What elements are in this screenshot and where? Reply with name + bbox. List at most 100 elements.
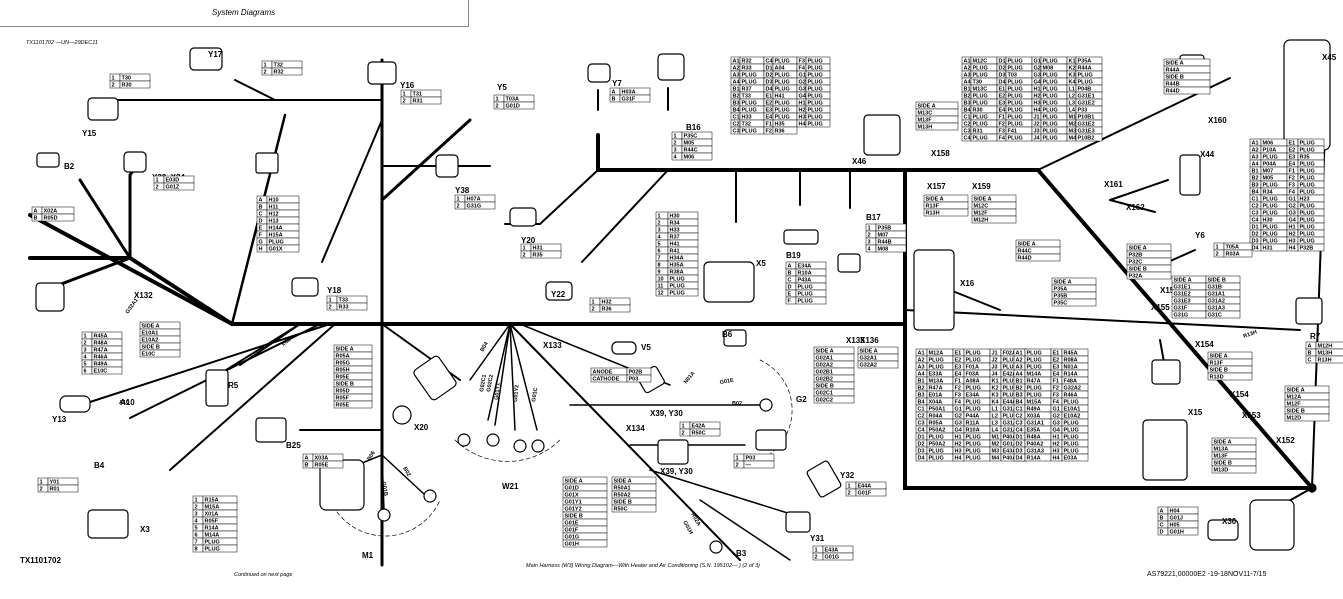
table-cell: G4 (1289, 218, 1297, 224)
table-cell: D3 (766, 80, 773, 86)
table-cell: P32C (1129, 260, 1143, 266)
table-cell: 1 (112, 76, 115, 82)
table-cell: SIDE B (1166, 75, 1184, 81)
wire-label: G02C2 (486, 374, 495, 392)
table-cell-box (857, 360, 899, 369)
table-cell: R05F (205, 519, 219, 525)
table-cell: P35B (878, 226, 892, 232)
table-cell: P35A (1054, 287, 1068, 293)
table-cell: P32B (1129, 253, 1143, 259)
table-cell: PLUG (1263, 232, 1278, 238)
table-cell: R30 (973, 108, 983, 114)
table-cell: H4 (799, 122, 807, 128)
table-cell: G32A1 (860, 356, 877, 362)
table-cell: C3 (1016, 421, 1023, 427)
component-label-y22: Y22 (551, 290, 566, 299)
component-label-y31: Y31 (810, 534, 825, 543)
table-cell: 2 (736, 463, 739, 469)
table-cell: PLUG (966, 400, 981, 406)
table-cell: C3 (964, 129, 971, 135)
table-cell: PLUG (775, 101, 790, 107)
table-cell: R47A (929, 386, 943, 392)
table-cell: G31G (1174, 313, 1189, 319)
page-header-title: System Diagrams (212, 8, 276, 17)
table-cell: PLUG (1300, 162, 1315, 168)
table-cell: E2 (766, 101, 773, 107)
table-cell: D2 (1016, 442, 1023, 448)
table-cell: D1 (1016, 435, 1023, 441)
table-cell: A (1308, 344, 1312, 350)
table-cell: A (34, 209, 38, 215)
table-cell: L1 (1069, 87, 1075, 93)
table-cell: A3 (918, 365, 925, 371)
table-cell: H12 (269, 212, 279, 218)
table-cell-box (1126, 271, 1172, 280)
table-cell: R33 (742, 66, 752, 72)
table-cell: M3 (1069, 129, 1077, 135)
component-label-b17: B17 (866, 213, 881, 222)
component-label-x45: X45 (1322, 53, 1337, 62)
table-cell: J3 (1034, 129, 1040, 135)
table-cell: G31A2 (1208, 299, 1225, 305)
table-cell: C4 (766, 59, 774, 65)
table-cell: PLUG (966, 386, 981, 392)
table-cell: H23 (1300, 197, 1310, 203)
table-cell: C4 (1016, 428, 1024, 434)
table-cell: C1 (964, 115, 971, 121)
table-cell: F4 (1289, 190, 1296, 196)
table-cell: P40A2 (1027, 442, 1044, 448)
component-label-b2: B2 (64, 162, 75, 171)
wire-label: B02 (732, 401, 742, 407)
table-cell: P35C (1054, 301, 1068, 307)
table-cell: H14A (269, 226, 283, 232)
table-cell: E2 (1053, 358, 1060, 364)
table-cell: P10A (1263, 148, 1277, 154)
table-cell: P43A (798, 278, 812, 284)
table-cell: B2 (918, 386, 925, 392)
table-cell: H34A (670, 256, 684, 262)
table-cell: SIDE B (565, 514, 583, 520)
table-cell: F48A (1064, 379, 1077, 385)
table-cell: J4 (1034, 136, 1041, 142)
table-cell: K4 (1069, 80, 1077, 86)
table-cell: G01H (1170, 530, 1184, 536)
table-cell-box (139, 349, 181, 358)
table-cell: R47A (94, 348, 108, 354)
table-cell: G02A2 (816, 363, 833, 369)
table-cell: M06 (1263, 141, 1274, 147)
table-cell: T32 (742, 122, 751, 128)
table-cell: R05G (336, 361, 350, 367)
table-cell-box (410, 96, 442, 105)
table-cell: B (305, 463, 309, 469)
table-cell: R05D (336, 389, 350, 395)
table-cell: 2 (329, 305, 332, 311)
table-cell: R50C (692, 431, 706, 437)
table-cell: R04A (929, 414, 943, 420)
table-cell: C2 (918, 414, 925, 420)
table-cell: C1 (1252, 197, 1259, 203)
table-cell: D3 (999, 73, 1006, 79)
table-cell: PLUG (1300, 176, 1315, 182)
table-cell: PLUG (775, 87, 790, 93)
table-cell: B3 (1016, 393, 1023, 399)
table-cell: D3 (1252, 239, 1259, 245)
table-cell: PLUG (1027, 358, 1042, 364)
table-cell: G31B (1208, 285, 1222, 291)
table-cell-box (1207, 372, 1253, 381)
table-cell: R05A (336, 354, 350, 360)
table-cell: H31 (533, 246, 543, 252)
table-cell: B4 (918, 400, 926, 406)
table-cell: F03A (966, 372, 979, 378)
table-cell: F4 (1053, 400, 1060, 406)
table-cell: H2 (1289, 232, 1296, 238)
table-cell: P04A (1263, 162, 1277, 168)
table-cell: PLUG (1003, 414, 1018, 420)
table-cell: G1 (1053, 407, 1060, 413)
table-cell: F02A (1003, 351, 1016, 357)
table-cell: R05A (929, 421, 943, 427)
